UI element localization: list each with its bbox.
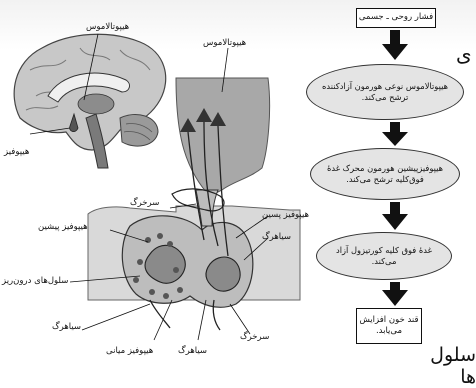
background-fragment-right: ی <box>456 42 472 66</box>
flow-arrows <box>0 0 476 367</box>
arrow-down-icon <box>382 290 408 306</box>
arrow-down-icon <box>382 132 408 146</box>
arrow-down-icon <box>382 214 408 230</box>
arrow-down-icon <box>382 44 408 60</box>
background-fragment-bottom: سلول ها <box>418 344 476 388</box>
